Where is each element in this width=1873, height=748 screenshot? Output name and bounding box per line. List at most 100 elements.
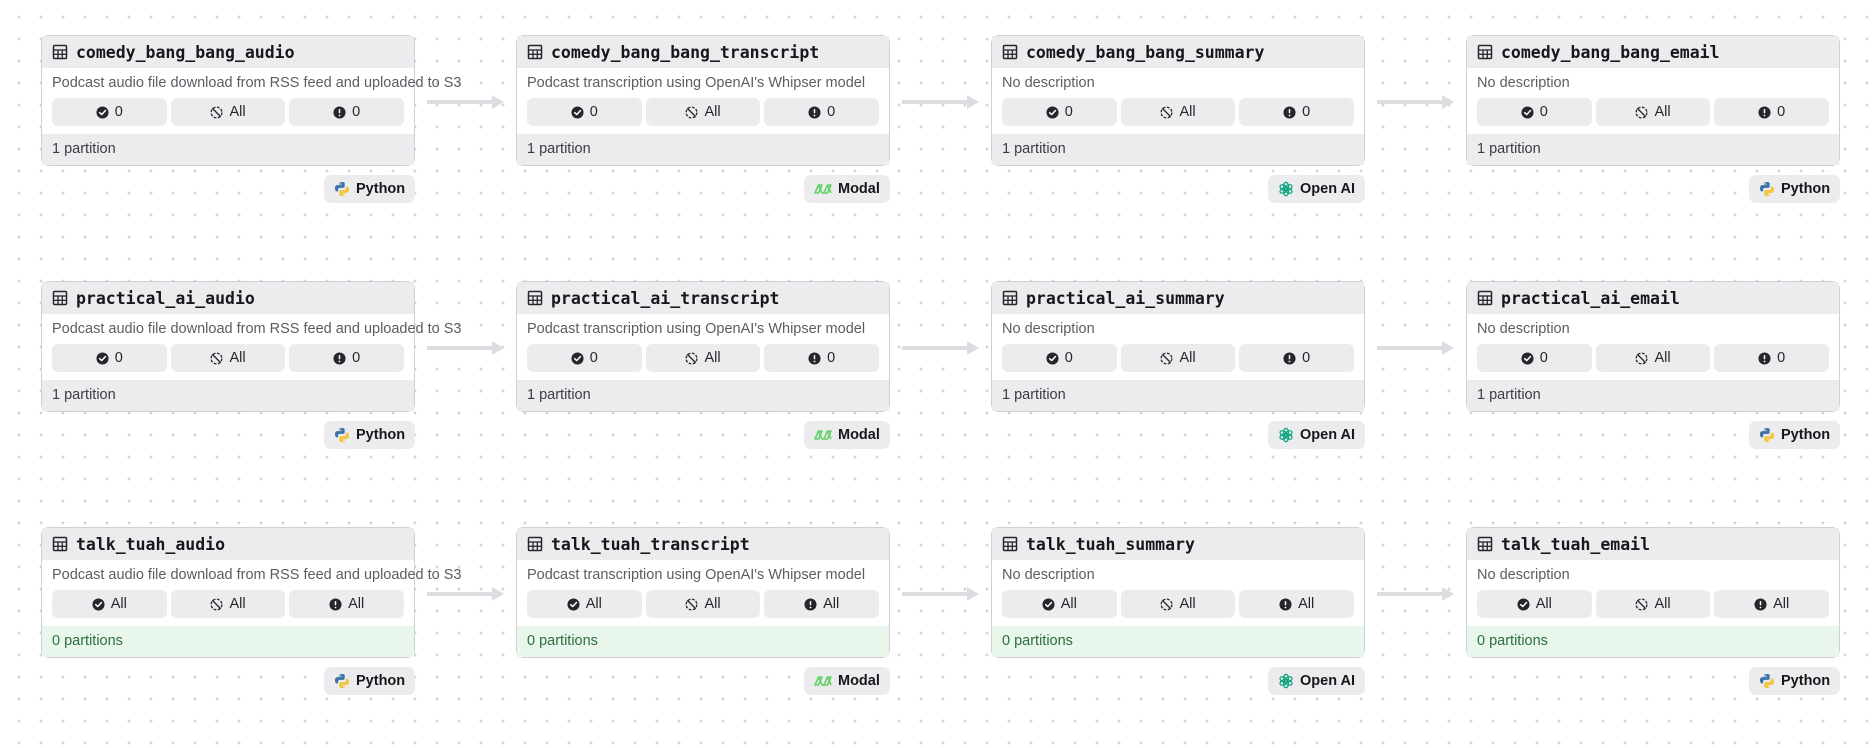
asset-node[interactable]: talk_tuah_email No description All All A…	[1466, 527, 1840, 658]
asset-node-header[interactable]: talk_tuah_audio	[42, 528, 414, 560]
dependency-edge	[1377, 341, 1454, 355]
materialized-count-button[interactable]: All	[527, 590, 642, 618]
materialized-count-button[interactable]: All	[52, 590, 167, 618]
failed-count-button[interactable]: 0	[1714, 344, 1830, 372]
compute-kind-badge: Python	[1749, 175, 1841, 203]
asset-node-header[interactable]: practical_ai_transcript	[517, 282, 889, 314]
missing-count-button[interactable]: All	[1120, 344, 1236, 372]
compute-kind-label: Open AI	[1300, 181, 1356, 197]
missing-count-button[interactable]: All	[1595, 590, 1711, 618]
missing-count: All	[229, 350, 246, 366]
asset-status-row: All All All	[992, 590, 1364, 618]
asset-node[interactable]: practical_ai_transcript Podcast transcri…	[516, 281, 890, 412]
asset-node[interactable]: practical_ai_email No description 0 All …	[1466, 281, 1840, 412]
failed-count-button[interactable]: 0	[289, 98, 405, 126]
asset-node-header[interactable]: practical_ai_email	[1467, 282, 1839, 314]
asset-node[interactable]: comedy_bang_bang_summary No description …	[991, 35, 1365, 166]
failed-count-button[interactable]: All	[289, 590, 405, 618]
missing-count-button[interactable]: All	[170, 344, 286, 372]
materialized-count-button[interactable]: 0	[1477, 98, 1592, 126]
asset-status-row: 0 All 0	[42, 344, 414, 372]
failed-count: 0	[827, 350, 836, 366]
materialized-count-button[interactable]: All	[1002, 590, 1117, 618]
asset-node[interactable]: comedy_bang_bang_transcript Podcast tran…	[516, 35, 890, 166]
failed-count-button[interactable]: 0	[1239, 98, 1355, 126]
missing-count-button[interactable]: All	[1595, 98, 1711, 126]
asset-title[interactable]: talk_tuah_transcript	[551, 534, 750, 554]
missing-count-button[interactable]: All	[1595, 344, 1711, 372]
asset-title[interactable]: comedy_bang_bang_audio	[76, 42, 295, 62]
partition-count: 1 partition	[42, 134, 414, 165]
edge-arrowhead	[967, 95, 979, 109]
python-icon	[334, 673, 350, 689]
asset-title[interactable]: talk_tuah_summary	[1026, 534, 1195, 554]
missing-count-button[interactable]: All	[170, 590, 286, 618]
materialized-count: 0	[589, 350, 598, 366]
dependency-edge	[1377, 587, 1454, 601]
dependency-edge	[427, 587, 504, 601]
asset-node[interactable]: talk_tuah_transcript Podcast transcripti…	[516, 527, 890, 658]
asset-node[interactable]: comedy_bang_bang_email No description 0 …	[1466, 35, 1840, 166]
materialized-count-button[interactable]: 0	[1477, 344, 1592, 372]
asset-node-header[interactable]: practical_ai_audio	[42, 282, 414, 314]
failed-count-button[interactable]: All	[1239, 590, 1355, 618]
missing-count-button[interactable]: All	[645, 590, 761, 618]
compute-kind-label: Python	[1781, 673, 1831, 689]
missing-count: All	[229, 104, 246, 120]
asset-title[interactable]: practical_ai_transcript	[551, 288, 780, 308]
compute-kind-badge: Python	[324, 421, 416, 449]
asset-node[interactable]: talk_tuah_summary No description All All…	[991, 527, 1365, 658]
missing-count-button[interactable]: All	[1120, 590, 1236, 618]
asset-node-header[interactable]: talk_tuah_summary	[992, 528, 1364, 560]
failed-count-button[interactable]: 0	[289, 344, 405, 372]
asset-node-header[interactable]: comedy_bang_bang_email	[1467, 36, 1839, 68]
materialized-count-button[interactable]: 0	[1002, 344, 1117, 372]
asset-title[interactable]: comedy_bang_bang_email	[1501, 42, 1720, 62]
check-circle-icon	[567, 597, 580, 611]
materialized-count-button[interactable]: 0	[52, 98, 167, 126]
asset-title[interactable]: talk_tuah_email	[1501, 534, 1651, 554]
missing-count-button[interactable]: All	[1120, 98, 1236, 126]
partition-count: 1 partition	[517, 134, 889, 165]
materialized-count-button[interactable]: 0	[52, 344, 167, 372]
check-circle-icon	[96, 105, 109, 119]
materialized-count-button[interactable]: All	[1477, 590, 1592, 618]
asset-node-header[interactable]: comedy_bang_bang_summary	[992, 36, 1364, 68]
failed-count-button[interactable]: 0	[1714, 98, 1830, 126]
asset-node[interactable]: practical_ai_summary No description 0 Al…	[991, 281, 1365, 412]
asset-node[interactable]: comedy_bang_bang_audio Podcast audio fil…	[41, 35, 462, 166]
compute-kind-badge: Open AI	[1268, 421, 1366, 449]
asset-node-header[interactable]: comedy_bang_bang_transcript	[517, 36, 889, 68]
asset-title[interactable]: comedy_bang_bang_summary	[1026, 42, 1265, 62]
asset-node[interactable]: talk_tuah_audio Podcast audio file downl…	[41, 527, 462, 658]
asset-title[interactable]: talk_tuah_audio	[76, 534, 226, 554]
failed-count-button[interactable]: All	[764, 590, 880, 618]
failed-count-button[interactable]: 0	[764, 344, 880, 372]
asset-title[interactable]: practical_ai_summary	[1026, 288, 1225, 308]
missing-count-button[interactable]: All	[645, 344, 761, 372]
asset-node-header[interactable]: practical_ai_summary	[992, 282, 1364, 314]
alert-circle-icon	[1283, 351, 1296, 365]
missing-count-button[interactable]: All	[170, 98, 286, 126]
materialized-count-button[interactable]: 0	[527, 98, 642, 126]
check-circle-icon	[1517, 597, 1530, 611]
failed-count: 0	[1777, 350, 1786, 366]
asset-node-header[interactable]: talk_tuah_transcript	[517, 528, 889, 560]
asset-node[interactable]: practical_ai_audio Podcast audio file do…	[41, 281, 462, 412]
asset-title[interactable]: practical_ai_audio	[76, 288, 255, 308]
asset-title[interactable]: practical_ai_email	[1501, 288, 1680, 308]
table-icon	[1002, 44, 1018, 60]
failed-count-button[interactable]: All	[1714, 590, 1830, 618]
compute-kind-badge: Python	[1749, 421, 1841, 449]
materialized-count-button[interactable]: 0	[1002, 98, 1117, 126]
asset-title[interactable]: comedy_bang_bang_transcript	[551, 42, 820, 62]
asset-node-header[interactable]: comedy_bang_bang_audio	[42, 36, 414, 68]
missing-count-button[interactable]: All	[645, 98, 761, 126]
materialized-count-button[interactable]: 0	[527, 344, 642, 372]
asset-description: No description	[1002, 567, 1095, 583]
asset-node-header[interactable]: talk_tuah_email	[1467, 528, 1839, 560]
failed-count-button[interactable]: 0	[1239, 344, 1355, 372]
missing-count: All	[1179, 104, 1196, 120]
edge-arrowhead	[492, 95, 504, 109]
failed-count-button[interactable]: 0	[764, 98, 880, 126]
